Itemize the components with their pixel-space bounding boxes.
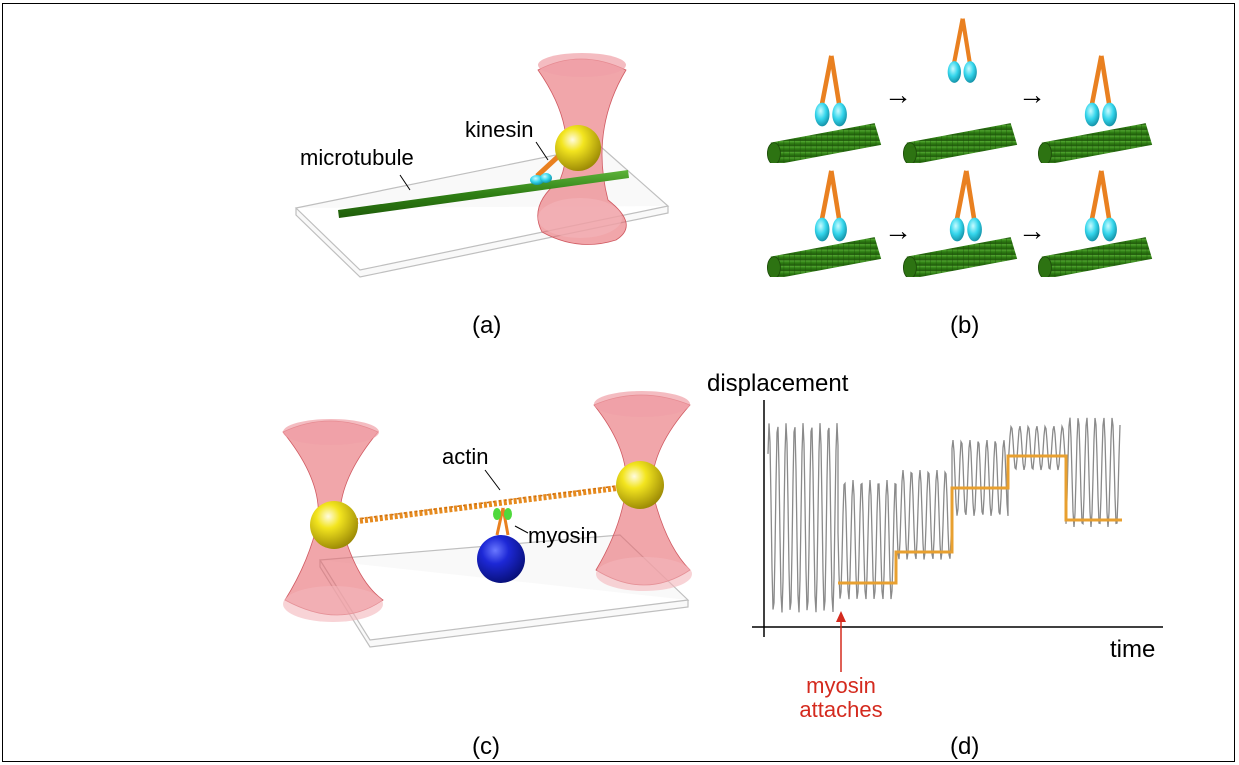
- microtubule-segment: [766, 236, 882, 277]
- label-myosin: myosin: [528, 523, 598, 548]
- panel-c-label: (c): [472, 733, 500, 760]
- label-microtubule: microtubule: [300, 145, 414, 170]
- actin-filament: [349, 484, 626, 525]
- kinesin-dimer: [1085, 56, 1117, 127]
- myosin-stalk: [495, 507, 510, 536]
- label-kinesin: kinesin: [465, 117, 533, 142]
- microtubule: [338, 170, 629, 218]
- x-axis-label: time: [1110, 636, 1155, 663]
- annotation-line-2: attaches: [799, 697, 882, 722]
- panel-c: actin myosin (c): [282, 391, 692, 760]
- label-actin: actin: [442, 444, 488, 469]
- microtubule-segment: [902, 236, 1018, 277]
- microtubule-segment: [1037, 236, 1153, 277]
- kinesin-detached: [948, 19, 977, 83]
- figure-frame: [2, 3, 1235, 762]
- kinesin-dimer: [1085, 171, 1117, 242]
- panel-d: displacement time myosin attaches (d): [707, 370, 1163, 760]
- step-fit: [838, 454, 1122, 585]
- pedestal-bead: [477, 535, 525, 583]
- myosin-head: [493, 508, 501, 520]
- panel-b: → → → → (b): [766, 19, 1153, 339]
- panel-d-label: (d): [950, 733, 979, 760]
- kinesin-dimer: [815, 171, 847, 242]
- microtubule-segment: [766, 122, 882, 163]
- microtubule-segment: [902, 122, 1018, 163]
- displacement-trace: [767, 417, 1121, 613]
- trapped-bead: [555, 125, 601, 171]
- annotation-arrowhead: [836, 611, 846, 622]
- annotation-line-1: myosin: [806, 673, 876, 698]
- step-arrow: →: [1018, 79, 1046, 110]
- step-arrow: →: [884, 79, 912, 110]
- step-arrow: →: [884, 215, 912, 246]
- panel-a: microtubule kinesin (a): [294, 53, 670, 339]
- trapped-bead-right: [616, 461, 664, 509]
- panel-b-label: (b): [950, 312, 979, 339]
- y-axis-label: displacement: [707, 370, 849, 397]
- microtubule-segment: [1037, 122, 1153, 163]
- kinesin-dimer: [815, 56, 847, 127]
- panel-a-label: (a): [472, 312, 501, 339]
- kinesin-dimer: [950, 171, 982, 242]
- trapped-bead-left: [310, 501, 358, 549]
- step-arrow: →: [1018, 215, 1046, 246]
